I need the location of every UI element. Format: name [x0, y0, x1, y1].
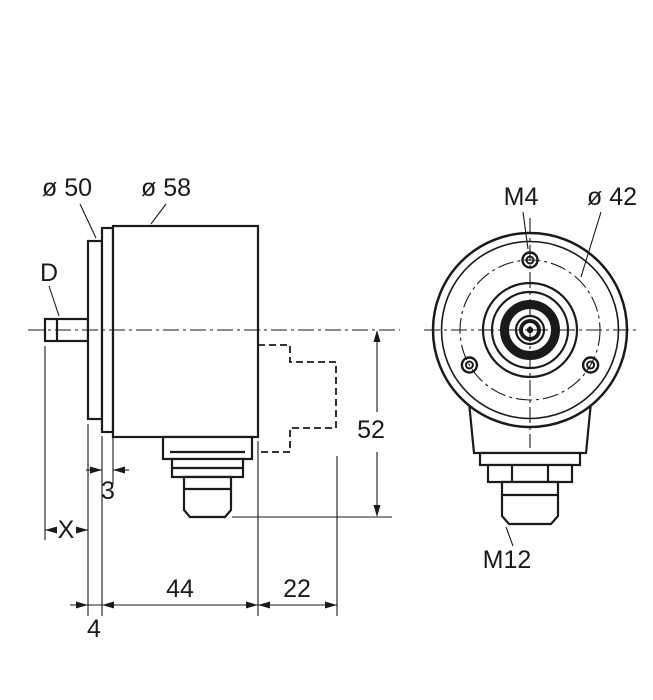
side-extension-lines [44, 346, 392, 616]
dia50-label: ø 50 [42, 174, 92, 202]
front-callouts: M4 ø 42 M12 [483, 183, 637, 574]
dim-44-label: 44 [166, 575, 194, 603]
side-housing [111, 224, 260, 439]
dim-flange-thickness: 3 [86, 466, 129, 505]
side-callouts: ø 50 ø 58 D [40, 174, 191, 317]
front-centerlines [424, 218, 640, 448]
front-view: M4 ø 42 M12 [424, 183, 640, 574]
m4-label: M4 [504, 183, 539, 211]
dim-shaft-length: X [45, 516, 88, 544]
dim-22-label: 22 [283, 575, 311, 603]
dia42-label: ø 42 [587, 183, 637, 211]
dim-x-label: X [58, 516, 75, 544]
dim-3-label: 3 [101, 477, 115, 505]
side-view: X 3 4 44 22 52 [28, 174, 400, 643]
dim-52-label: 52 [357, 416, 385, 444]
shaft-d-label: D [40, 259, 58, 287]
side-mating-connector-outline [258, 344, 337, 453]
dim-height-to-axis: 52 [357, 330, 385, 517]
side-connector [161, 435, 254, 519]
dia58-label: ø 58 [141, 174, 191, 202]
dim-4-label: 4 [87, 615, 101, 643]
dim-bottom-chain: 4 44 22 [70, 575, 337, 643]
m12-label: M12 [483, 546, 532, 574]
